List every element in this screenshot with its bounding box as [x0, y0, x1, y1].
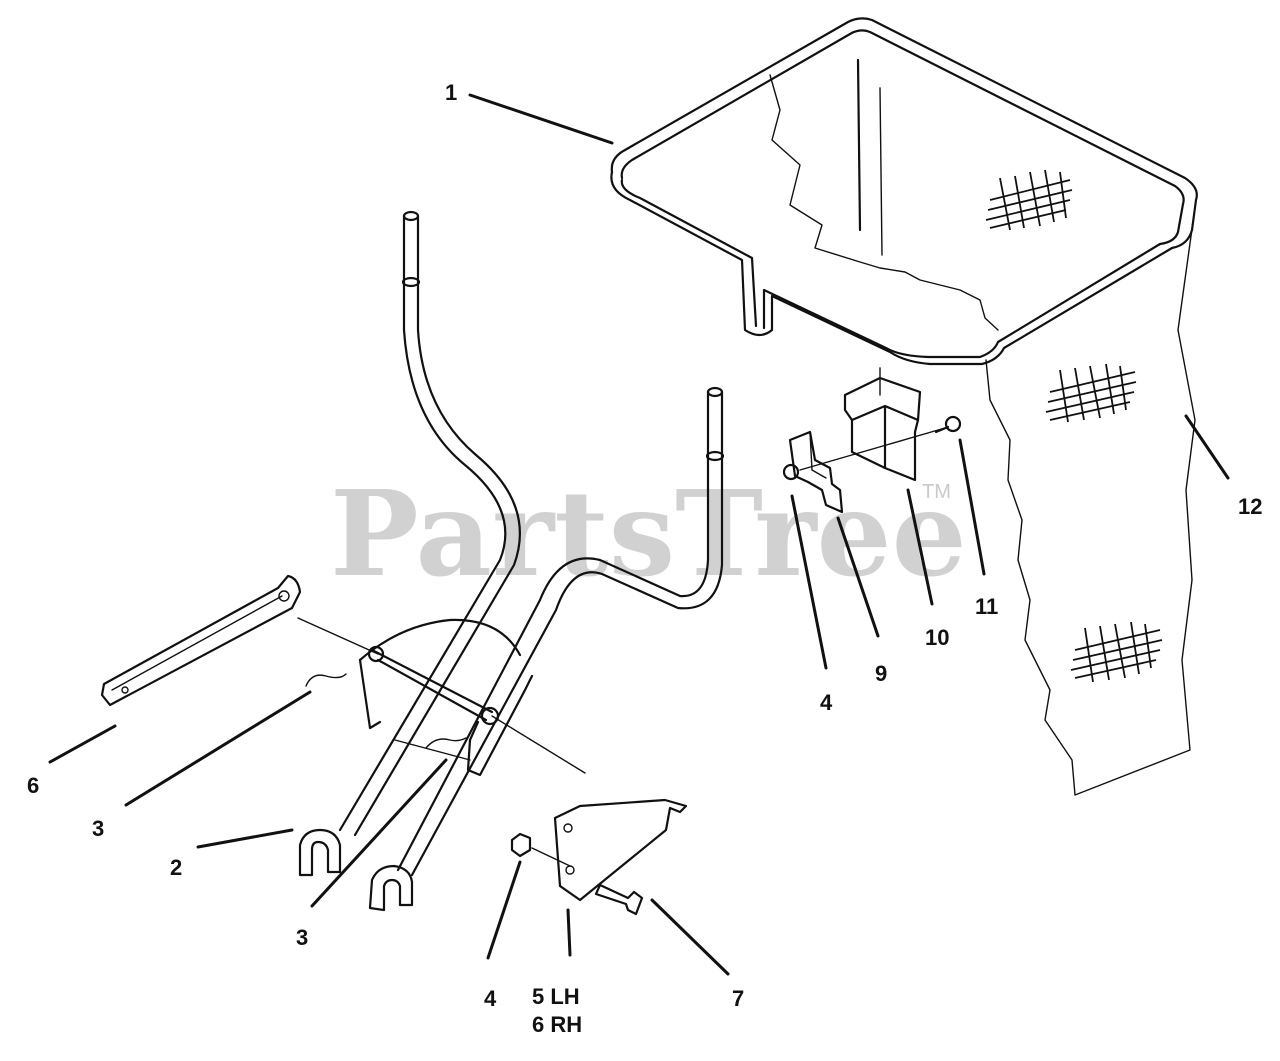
- mesh-patch-bottom: [1070, 621, 1163, 683]
- grass-bag: [610, 17, 1198, 796]
- callout-2: 2: [170, 855, 182, 880]
- callout-5-lh: 5 LH: [532, 984, 580, 1009]
- callout-3-upper: 3: [92, 816, 104, 841]
- mesh-patch-middle: [1045, 363, 1137, 423]
- callout-7: 7: [732, 986, 744, 1011]
- leader-lines: [48, 93, 1230, 976]
- callout-11: 11: [975, 594, 998, 619]
- mesh-patch-top: [985, 169, 1073, 231]
- callout-4-lower: 4: [484, 986, 497, 1011]
- bag-mount-brackets: [782, 367, 962, 514]
- watermark-trademark: TM: [922, 481, 951, 503]
- callout-labels: 1 2 3 3 4 5 LH 6 RH 6 7 4 9 10 11 12: [27, 80, 1262, 1037]
- callout-1: 1: [445, 80, 457, 105]
- support-bar-left: [100, 574, 302, 707]
- callout-12: 12: [1238, 494, 1262, 519]
- callout-10: 10: [925, 625, 949, 650]
- watermark-text: PartsTree: [330, 464, 967, 603]
- callout-3-lower: 3: [296, 925, 308, 950]
- bag-handle-frame: [297, 210, 725, 912]
- callout-6: 6: [27, 773, 39, 798]
- callout-4-upper: 4: [820, 690, 833, 715]
- callout-6-rh: 6 RH: [532, 1012, 582, 1037]
- callout-9: 9: [875, 661, 887, 686]
- side-bracket-lower: [510, 798, 688, 916]
